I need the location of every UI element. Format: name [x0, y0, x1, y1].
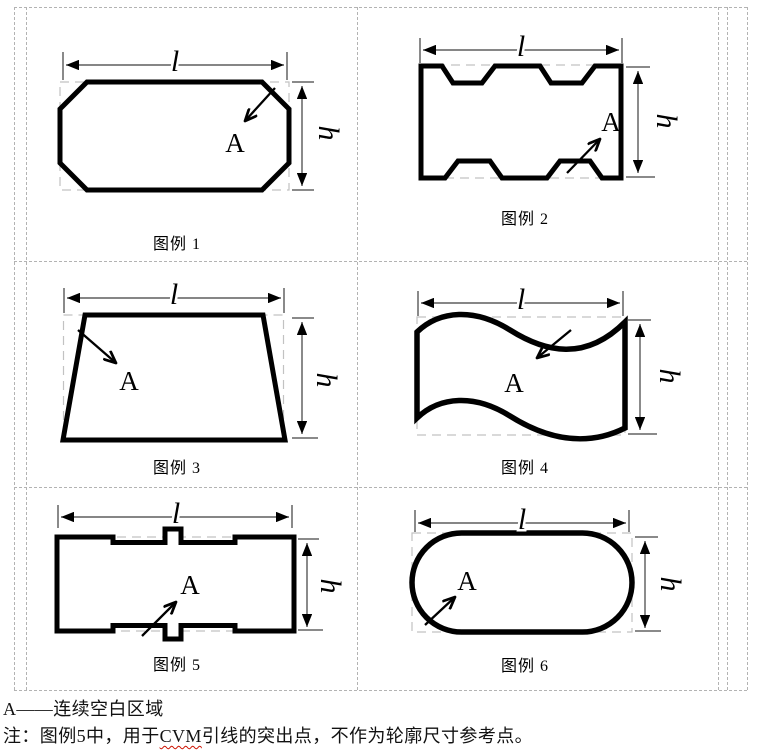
legend-line: A——连续空白区域: [3, 699, 164, 719]
figure-1-area-label: A: [225, 128, 245, 158]
figure-2-height-dimension: h: [626, 66, 686, 178]
note-line: 注：图例5中，用于CVM引线的突出点，不作为轮廓尺寸参考点。: [3, 722, 533, 748]
figure-3-height-label: h: [310, 373, 343, 388]
figure-1-length-dimension: l: [62, 43, 288, 81]
figure-1-outline: [57, 79, 292, 193]
figure-6-height-dimension: h: [635, 536, 690, 632]
figure-2-length-label: l: [517, 30, 525, 63]
figure-6-outline: [409, 530, 635, 635]
figure-2-length-dimension: l: [419, 28, 623, 66]
figure-4-area-pointer: A: [504, 329, 572, 398]
figure-6-area-pointer: A: [424, 566, 477, 626]
figure-3-outline: [60, 312, 288, 443]
figure-3-caption: 图例 3: [153, 459, 201, 477]
figure-5-height-dimension: h: [298, 538, 350, 631]
figure-3-length-label: l: [170, 278, 178, 311]
table-gridlines: [14, 7, 748, 691]
figure-2-area-label: A: [601, 107, 621, 137]
figure-2-caption: 图例 2: [501, 210, 549, 228]
figure-6-length-label: l: [518, 503, 526, 536]
figure-4-outline: [414, 311, 628, 442]
figure-5: l h A 图例 5: [54, 495, 350, 674]
figure-4-area-label: A: [504, 368, 524, 398]
note-highlighted-term: CVM: [159, 726, 202, 746]
figure-5-area-pointer: A: [141, 570, 200, 637]
figure-4-caption: 图例 4: [501, 459, 549, 477]
figure-3-height-dimension: h: [292, 317, 346, 439]
figure-3-length-dimension: l: [63, 276, 285, 314]
figure-2-outline: [418, 63, 624, 181]
figure-4-height-dimension: h: [628, 319, 689, 435]
figure-5-outline: [54, 526, 297, 642]
figure-5-length-dimension: l: [57, 495, 293, 533]
figure-6-length-dimension: l: [414, 501, 630, 539]
figure-5-area-label: A: [180, 570, 200, 600]
figure-1-caption: 图例 1: [153, 235, 201, 253]
figure-1-height-label: h: [312, 126, 345, 141]
figure-4-length-dimension: l: [417, 281, 624, 319]
figure-1: l h A 图例 1: [57, 43, 348, 253]
figure-2-height-label: h: [650, 114, 683, 129]
figure-3-area-label: A: [119, 366, 139, 396]
figure-6-area-label: A: [457, 566, 477, 596]
figure-5-length-label: l: [172, 497, 180, 530]
figure-6-height-label: h: [654, 577, 687, 592]
figure-1-length-label: l: [171, 45, 179, 78]
figure-3: l h A 图例 3: [60, 276, 346, 477]
figure-4: l h A 图例 4: [414, 281, 689, 477]
figure-6: l h A 图例 6: [409, 501, 690, 675]
note-suffix: 引线的突出点，不作为轮廓尺寸参考点。: [201, 726, 534, 746]
figure-5-caption: 图例 5: [153, 656, 201, 674]
figure-5-height-label: h: [314, 579, 347, 594]
figure-1-height-dimension: h: [292, 81, 348, 191]
figure-4-length-label: l: [517, 283, 525, 316]
note-prefix: 注：图例5中，用于: [3, 726, 160, 746]
figure-1-area-pointer: A: [225, 87, 276, 158]
figure-2: l h A 图例 2: [418, 28, 686, 228]
figure-3-area-pointer: A: [77, 329, 139, 396]
figure-panel: l h A 图例 1 l h A: [14, 7, 748, 691]
figure-6-caption: 图例 6: [501, 657, 549, 675]
figure-2-area-pointer: A: [566, 107, 621, 174]
figure-4-height-label: h: [653, 369, 686, 384]
